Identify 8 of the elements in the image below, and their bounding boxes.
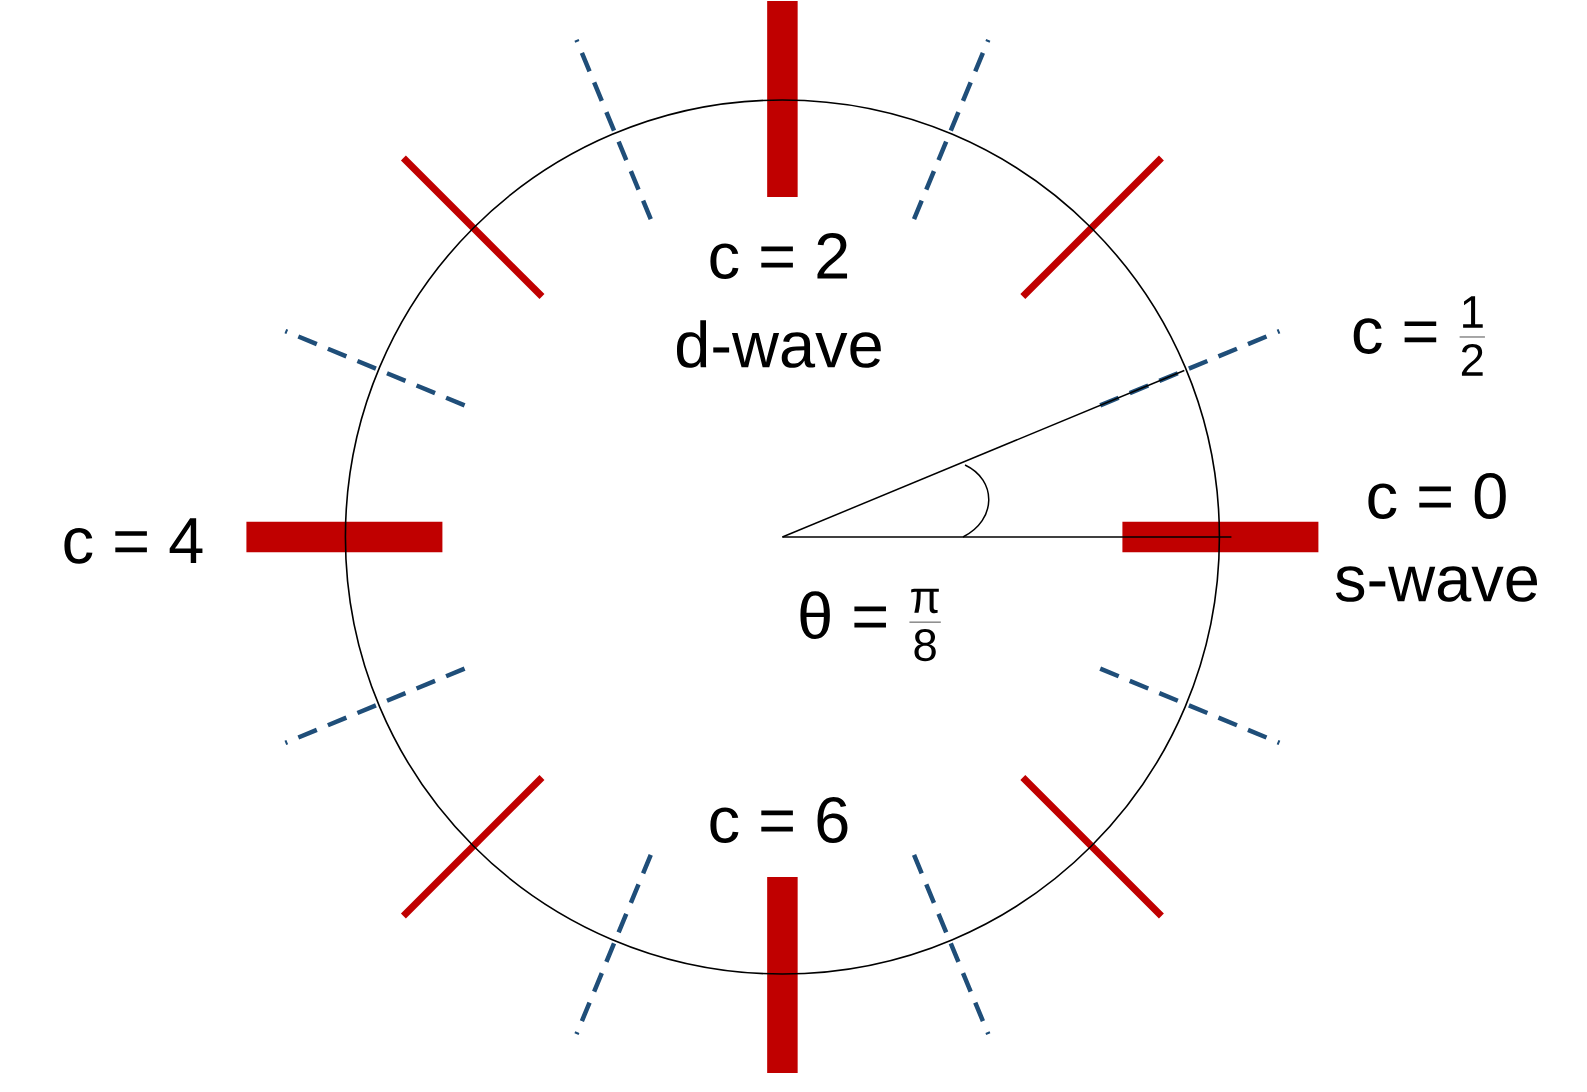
wave-label: s-wave	[1335, 566, 1538, 602]
angle-label: $θ = \frac{π}{8}$	[800, 588, 941, 662]
value-label: $c = \frac{1}{2}$	[1353, 296, 1485, 376]
value-label: c = 0	[1368, 473, 1506, 519]
wave-label: d-wave	[676, 320, 881, 368]
value-label: c = 6	[710, 797, 848, 843]
value-label: c = 2	[710, 233, 848, 279]
value-label: c = 4	[64, 518, 203, 564]
